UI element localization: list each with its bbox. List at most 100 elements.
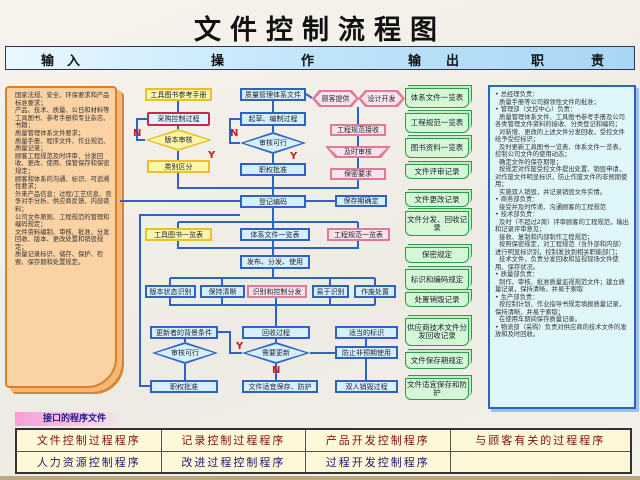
node-label: 识别和控制分发 <box>252 287 302 296</box>
node-label: 登记编码 <box>259 197 287 206</box>
output-document: 体系文件一览表 <box>405 88 469 108</box>
node-label: 作废处置 <box>361 287 389 296</box>
table-row: 文件控制过程程序 记录控制过程程序 产品开发控制程序 与顾客有关的过程程序 <box>15 428 632 452</box>
node-label: 更新者的背景条件 <box>156 328 212 337</box>
process-node: 防止非预期使用 <box>335 346 398 359</box>
bottom-edge <box>0 476 640 480</box>
process-node: 类别区分 <box>147 160 210 173</box>
process-node: 更新者的背景条件 <box>150 326 218 339</box>
input-scroll: 国家法规、安全、环保要求和产品标准要求； 产品、技术、质量、公日和材料等工具图书… <box>5 86 117 388</box>
node-label: 需要更新 <box>262 349 290 357</box>
branch-label: N <box>133 128 142 139</box>
process-node: 工程规范接收 <box>330 124 386 136</box>
header-input: 输 入 <box>41 54 81 69</box>
branch-label: N <box>230 128 239 139</box>
node-label: 顾客提供 <box>315 92 356 105</box>
process-node: 易于识别 <box>312 285 349 298</box>
output-document: 文件分发、回收记录 <box>405 211 469 236</box>
output-document: 文件适宜保存和防护 <box>405 378 469 400</box>
process-node: 保存期确定 <box>335 195 387 207</box>
node-label: 保持清晰 <box>208 287 237 296</box>
interface-procedures-table: 文件控制过程程序 记录控制过程程序 产品开发控制程序 与顾客有关的过程程序 人力… <box>15 428 632 474</box>
output-document: 标识和编码规定 <box>405 269 469 291</box>
node-label: 版本状态识别 <box>149 287 192 296</box>
branch-label: Y <box>290 151 298 162</box>
output-document: 文件更改记录 <box>405 192 469 207</box>
node-label: 体系文件一览表 <box>250 230 300 239</box>
header-output-2: 出 <box>446 54 460 69</box>
node-label: 易于识别 <box>316 287 345 296</box>
output-document: 文件评审记录 <box>405 164 469 179</box>
procedure-cell: 人力资源控制程序 <box>15 450 162 474</box>
process-node: 起草、编制过程 <box>240 112 306 126</box>
process-node: 文件适宜保存、防护 <box>242 380 318 393</box>
output-document: 供应商技术文件分发回收记录 <box>405 318 469 346</box>
process-node: 作废处置 <box>354 285 396 298</box>
process-node: 回收过程 <box>242 326 310 339</box>
connector-line <box>177 173 273 189</box>
connector-line <box>218 331 242 354</box>
procedure-cell: 改进过程控制程序 <box>160 450 307 474</box>
output-document: 文件保存期规定 <box>405 352 469 369</box>
process-node: 设计开发 <box>358 90 405 107</box>
node-label: 工程规范接收 <box>337 126 379 134</box>
node-label: 工具图书一览表 <box>154 230 203 239</box>
node-label: 防止非预期使用 <box>342 348 391 357</box>
connector-line <box>136 118 147 141</box>
process-node: 登记编码 <box>240 195 306 208</box>
process-node: 双人销毁过程 <box>335 380 398 393</box>
output-document: 处置销毁记录 <box>405 292 469 307</box>
header-responsibility-1: 职 <box>531 54 545 69</box>
output-document: 图书资料一览表 <box>405 138 469 158</box>
node-label: 保密要求 <box>344 170 372 178</box>
process-node: 顾客提供 <box>312 90 359 107</box>
node-label: 职权批准 <box>259 165 287 174</box>
header-responsibility-2: 责 <box>591 54 605 69</box>
interface-label: 接口的程序文件 <box>15 412 125 426</box>
page-title: 文件控制流程图 <box>194 15 446 46</box>
node-label: 回收过程 <box>262 328 290 337</box>
decision-node: 审核可行 <box>240 132 306 154</box>
process-node: 职权批准 <box>240 163 306 176</box>
node-label: 双人销毁过程 <box>345 382 388 391</box>
connector-line <box>273 180 359 189</box>
node-label: 发布、分发、使用 <box>247 258 303 266</box>
procedure-cell: 记录控制过程程序 <box>160 428 307 452</box>
decision-node: 需要更新 <box>242 342 310 364</box>
input-text: 国家法规、安全、环保要求和产品标准要求； 产品、技术、质量、公日和材料等工具图书… <box>15 92 112 267</box>
output-document: 工程规范一览表 <box>405 113 469 133</box>
node-label: 审核可行 <box>259 139 287 147</box>
column-header-bar: 输 入 操 作 输 出 职 责 <box>5 46 635 70</box>
process-node: 质量管理体系文件 <box>240 88 306 101</box>
process-node: 保持清晰 <box>200 285 245 298</box>
branch-label: N <box>272 365 281 376</box>
decision-node: 版本审核 <box>145 129 212 151</box>
node-label: 版本审核 <box>164 136 193 144</box>
process-node: 发布、分发、使用 <box>240 255 310 269</box>
procedure-cell: 产品开发控制程序 <box>305 428 451 452</box>
node-label: 采购控制过程 <box>157 115 200 123</box>
process-node: 工具图书一览表 <box>145 228 212 241</box>
node-label: 工程规范一览表 <box>334 230 383 239</box>
header-output-1: 输 <box>408 54 422 69</box>
node-label: 工具图书参考手册 <box>150 90 207 99</box>
process-node: 保密要求 <box>330 168 386 180</box>
node-label: 质量管理体系文件 <box>245 90 301 99</box>
node-label: 保存期确定 <box>343 197 379 205</box>
process-node: 版本状态识别 <box>145 285 196 298</box>
output-document: 保密规定 <box>405 247 469 263</box>
connector-line <box>139 214 240 387</box>
node-label: 职权批准 <box>170 382 198 391</box>
node-label: 适当的标识 <box>349 328 384 337</box>
node-label: 审核可行 <box>171 349 199 357</box>
node-label: 文件适宜保存、防护 <box>248 382 312 391</box>
procedure-cell: 文件控制过程程序 <box>15 428 162 452</box>
procedure-cell: 过程开发控制程序 <box>305 450 451 474</box>
table-row: 人力资源控制程序 改进过程控制程序 过程开发控制程序 <box>15 450 632 474</box>
procedure-cell: 与顾客有关的过程程序 <box>449 428 632 452</box>
header-operation-1: 操 <box>211 54 225 69</box>
connector-line <box>177 241 273 249</box>
header-operation-2: 作 <box>301 54 315 69</box>
connector-line <box>169 298 375 306</box>
